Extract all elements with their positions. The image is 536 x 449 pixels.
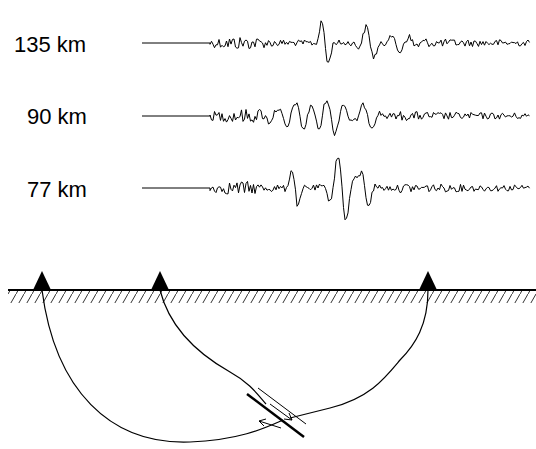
stations bbox=[33, 271, 437, 290]
ray-paths bbox=[42, 290, 428, 442]
fault bbox=[247, 388, 306, 437]
ground-hatching bbox=[8, 290, 536, 303]
seismogram-trace bbox=[142, 21, 530, 62]
distance-label: 135 km bbox=[14, 34, 86, 56]
seismogram-trace bbox=[142, 101, 530, 136]
ground-surface bbox=[8, 289, 536, 291]
seismogram-trace bbox=[142, 158, 530, 220]
distance-label: 90 km bbox=[27, 106, 87, 128]
distance-label: 77 km bbox=[27, 179, 87, 201]
seismograms bbox=[142, 21, 530, 220]
